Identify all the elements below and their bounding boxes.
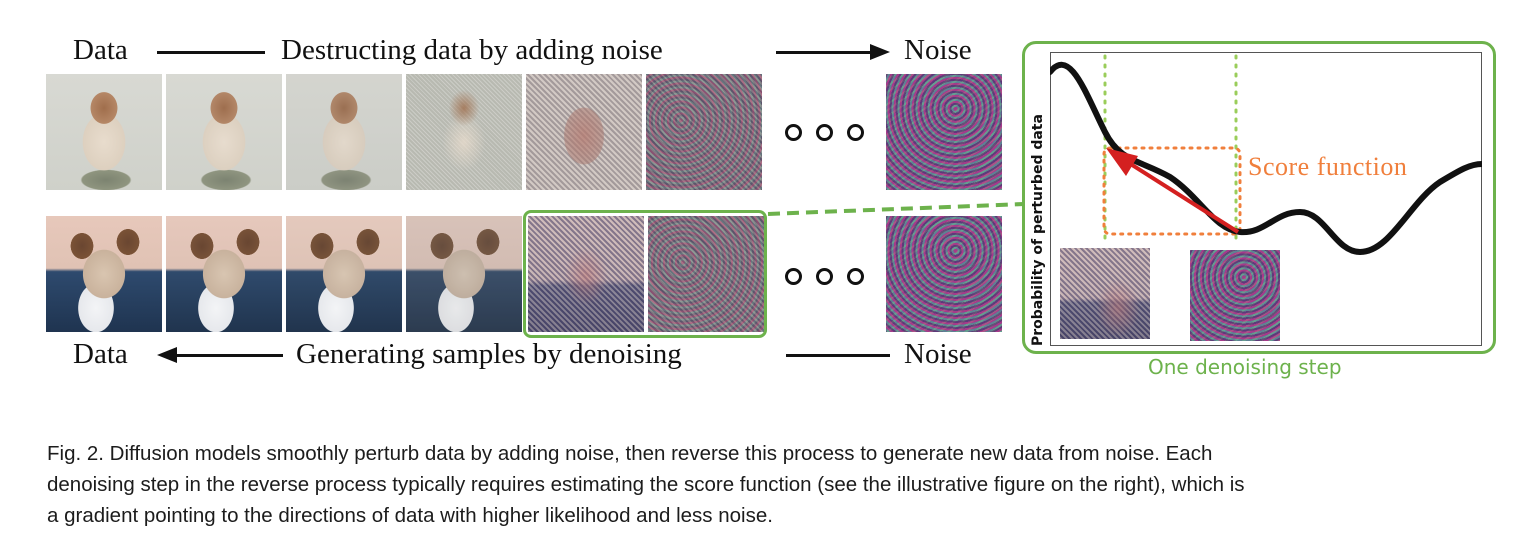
plot-area (1050, 52, 1482, 346)
top-noise-label: Noise (904, 34, 972, 66)
bottom-connector-line (786, 354, 890, 357)
caption-line-3: a gradient pointing to the directions of… (47, 504, 773, 527)
top-ellipsis-icon (785, 124, 864, 141)
top-data-label: Data (73, 34, 128, 66)
bottom-tile-7 (886, 216, 1002, 332)
caption-line-1: Fig. 2. Diffusion models smoothly pertur… (47, 442, 1213, 465)
bottom-tile-5 (528, 216, 644, 332)
dashed-connector (767, 202, 1025, 216)
bottom-tile-6 (648, 216, 764, 332)
top-forward-arrow-line (776, 51, 872, 54)
bottom-tile-1 (46, 216, 162, 332)
top-tile-2 (166, 74, 282, 190)
bottom-process-label: Generating samples by denoising (296, 338, 682, 370)
top-tile-6 (646, 74, 762, 190)
bottom-noise-label: Noise (904, 338, 972, 370)
top-tile-4 (406, 74, 522, 190)
bottom-tile-3 (286, 216, 402, 332)
score-arrow-shaft (1116, 154, 1240, 234)
bottom-tile-2 (166, 216, 282, 332)
top-tile-1 (46, 74, 162, 190)
caption-line-2: denoising step in the reverse process ty… (47, 473, 1245, 496)
top-tile-5 (526, 74, 642, 190)
bottom-ellipsis-icon (785, 268, 864, 285)
y-axis-label: Probability of perturbed data (1030, 114, 1046, 346)
left-arrow-icon (157, 347, 177, 363)
figure-caption: Fig. 2. Diffusion models smoothly pertur… (47, 438, 1497, 531)
density-curve (1050, 61, 1482, 256)
bottom-reverse-arrow-line (175, 354, 283, 357)
bottom-data-label: Data (73, 338, 128, 370)
top-tile-3 (286, 74, 402, 190)
inset-less-noisy (1060, 248, 1150, 339)
denoising-step-label: One denoising step (1148, 355, 1342, 379)
top-connector-line (157, 51, 265, 54)
highlight-frame (523, 210, 767, 338)
top-process-label: Destructing data by adding noise (281, 34, 663, 66)
score-arrow-head (1106, 148, 1138, 176)
density-plot (1050, 54, 1482, 256)
bottom-tile-4 (406, 216, 522, 332)
right-arrow-icon (870, 44, 890, 60)
inset-more-noisy (1190, 250, 1280, 341)
score-function-label: Score function (1248, 152, 1408, 181)
score-box (1102, 146, 1242, 236)
top-tile-7 (886, 74, 1002, 190)
